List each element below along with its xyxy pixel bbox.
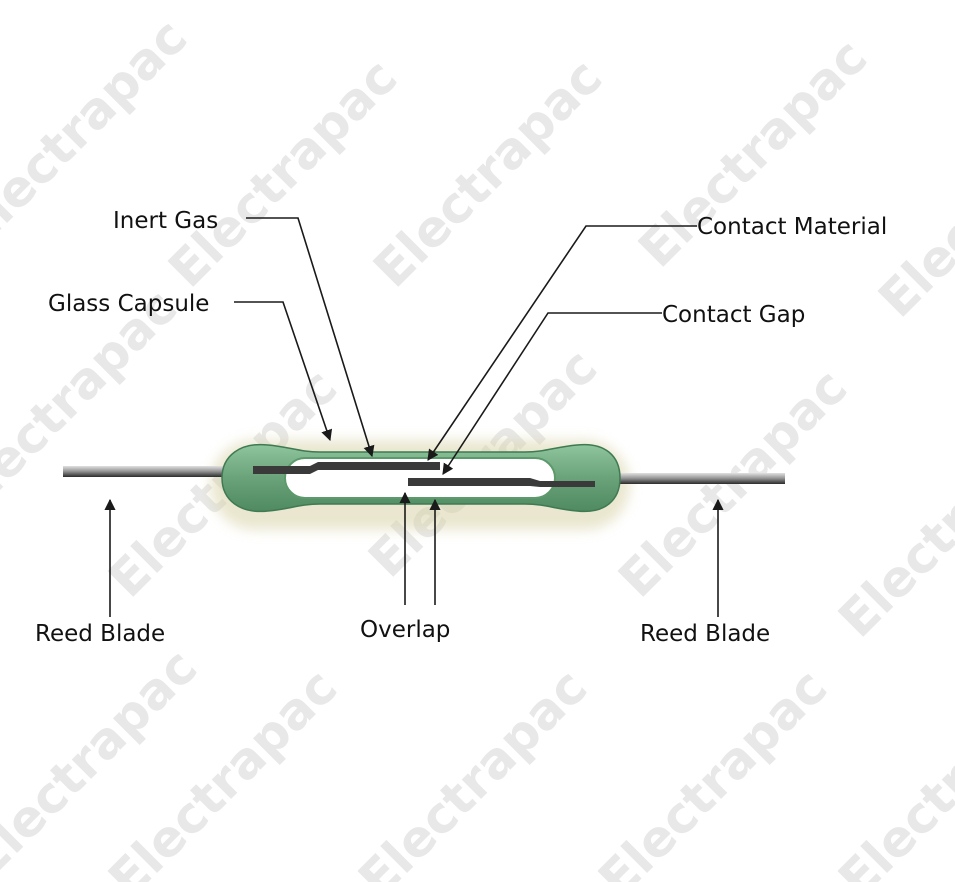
label-glass-capsule: Glass Capsule [48, 291, 209, 317]
label-inert-gas: Inert Gas [113, 208, 218, 234]
contact-gap-leader [442, 312, 662, 475]
watermark-text: Electrapac [587, 658, 838, 882]
glass-capsule-leader [234, 301, 333, 442]
reed-switch [63, 440, 785, 530]
watermark-text: Electrapac [867, 78, 955, 329]
watermark-text: Electrapac [827, 658, 955, 882]
watermark-text: Electrapac [827, 398, 955, 649]
label-contact-gap: Contact Gap [662, 302, 805, 328]
watermark-text: Electrapac [627, 28, 878, 279]
right-reed-blade [408, 478, 595, 487]
label-overlap: Overlap [360, 617, 450, 643]
label-reed-blade-left: Reed Blade [35, 621, 165, 647]
right-lead-wire [595, 473, 785, 484]
label-contact-material: Contact Material [697, 214, 887, 240]
label-reed-blade-right: Reed Blade [640, 621, 770, 647]
left-reed-blade [253, 462, 440, 474]
watermark-text: Electrapac [347, 658, 598, 882]
contact-material-leader [427, 225, 697, 461]
left-lead-wire [63, 466, 253, 477]
labels: Inert Gas Glass Capsule Contact Material… [35, 208, 887, 647]
leader-lines [104, 217, 724, 617]
inert-gas-leader [246, 217, 375, 458]
